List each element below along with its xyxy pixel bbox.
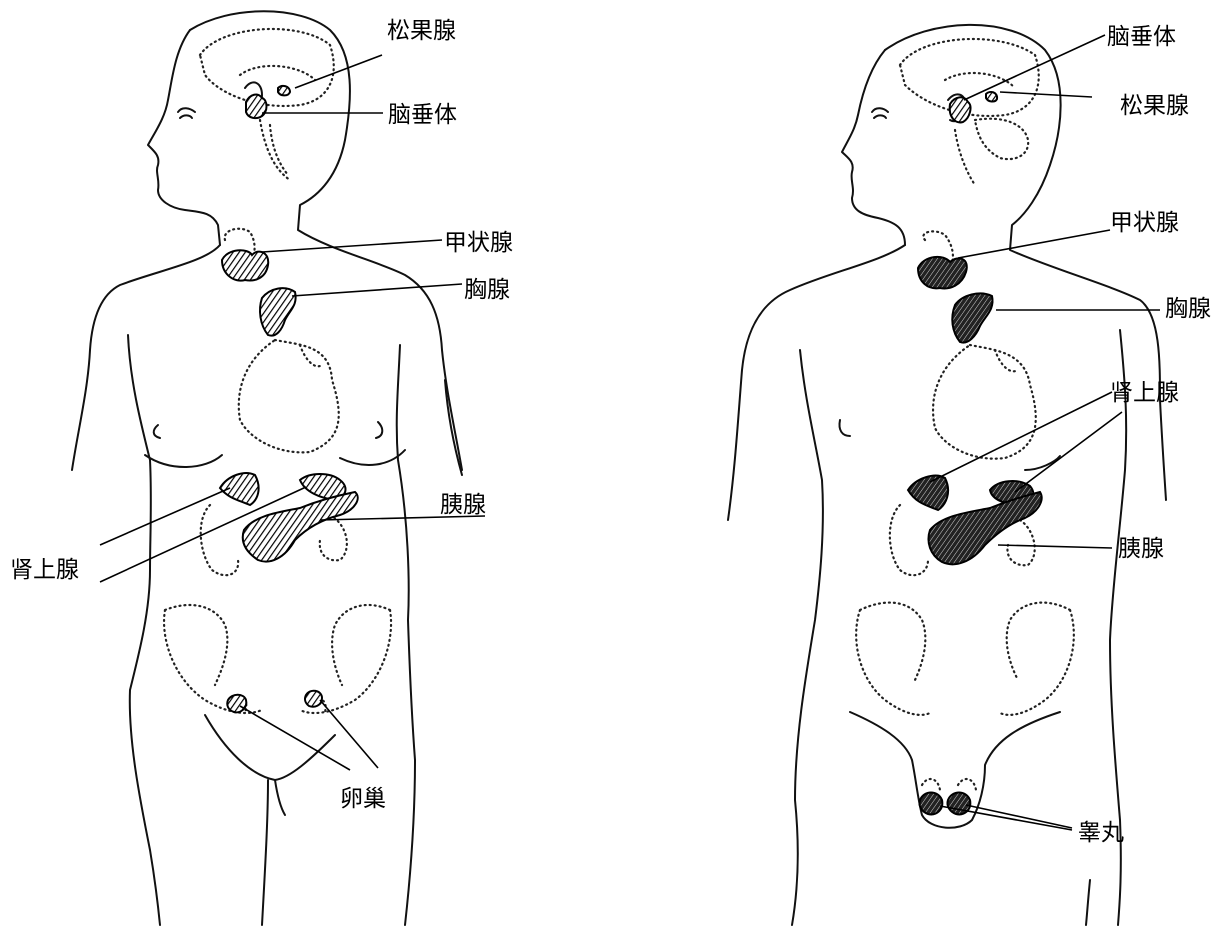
female-label-pineal: 松果腺 [387,18,456,44]
male-label-pineal: 松果腺 [1120,93,1189,119]
male-label-pancreas: 胰腺 [1118,536,1164,562]
female-label-pancreas: 胰腺 [440,492,486,518]
male-thymus [952,293,992,342]
male-adrenal-left [908,476,948,510]
male-pineal [986,92,997,102]
male-label-thyroid: 甲状腺 [1110,210,1179,236]
female-figure: 松果腺 脑垂体 甲状腺 胸腺 胰腺 肾上腺 卵巢 [10,11,513,925]
female-pineal [278,86,290,95]
female-label-ovary: 卵巢 [340,786,386,812]
male-label-pituitary: 脑垂体 [1107,24,1176,50]
male-label-adrenal: 肾上腺 [1110,380,1179,406]
male-dotted-organs [856,39,1074,790]
female-labels: 松果腺 脑垂体 甲状腺 胸腺 胰腺 肾上腺 卵巢 [10,18,513,812]
female-pituitary [246,95,267,119]
female-pancreas [243,492,358,562]
male-pituitary [950,97,971,122]
male-label-thymus: 胸腺 [1165,296,1211,322]
male-body-outline [728,25,1166,925]
male-testis-left [919,793,942,815]
female-label-pituitary: 脑垂体 [388,102,457,128]
female-label-adrenal: 肾上腺 [10,557,79,583]
male-figure: 脑垂体 松果腺 甲状腺 胸腺 肾上腺 胰腺 睾丸 [728,24,1211,925]
male-thyroid [918,257,967,289]
male-glands [908,92,1042,814]
female-dotted-organs [164,29,391,713]
female-thyroid [222,250,268,280]
male-label-testis: 睾丸 [1078,820,1124,846]
female-thymus [260,288,296,335]
female-ovary-right [305,691,322,707]
female-label-thymus: 胸腺 [464,277,510,303]
male-labels: 脑垂体 松果腺 甲状腺 胸腺 肾上腺 胰腺 睾丸 [1078,24,1211,846]
female-label-thyroid: 甲状腺 [444,230,513,256]
female-ovary-left [227,695,246,713]
